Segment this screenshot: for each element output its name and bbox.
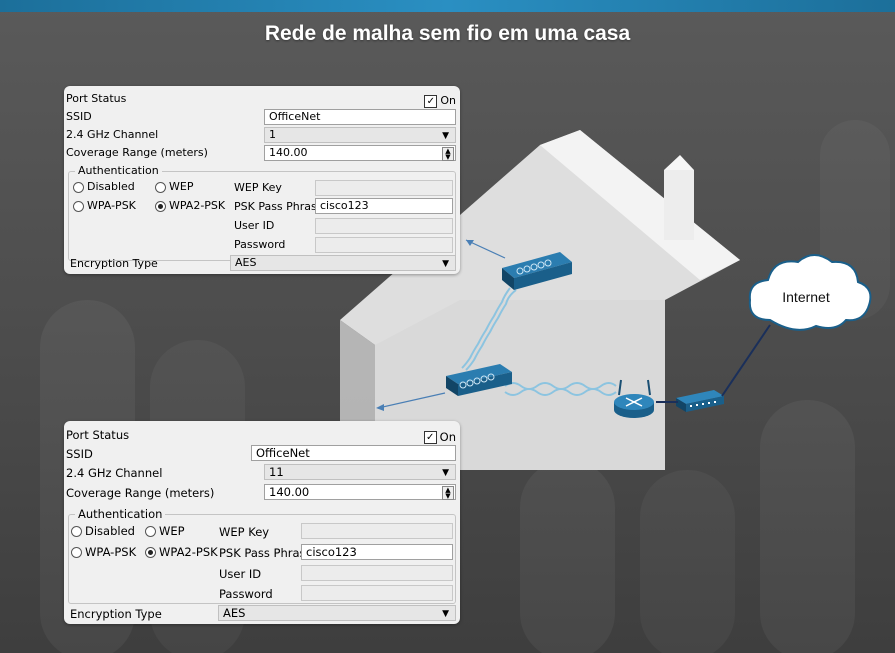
radio-wpa2-psk-label: WPA2-PSK [159,545,218,559]
page-title: Rede de malha sem fio em uma casa [264,22,631,45]
radio-wep-label: WEP [169,180,194,193]
dropdown-arrow-icon: ▼ [442,609,449,619]
spinner-icon[interactable]: ▲▼ [442,147,454,161]
coverage-label: Coverage Range (meters) [66,486,215,500]
panel-pointer-arrows [376,239,506,411]
port-status-toggle[interactable]: ✓On [424,94,456,108]
radio-on-icon [155,200,166,212]
port-status-label: Port Status [66,92,127,105]
user-id-input[interactable] [301,565,453,581]
encryption-select[interactable]: AES ▼ [230,255,456,271]
encryption-label: Encryption Type [70,257,158,270]
password-input[interactable] [301,585,453,601]
radio-wpa2-psk[interactable]: WPA2-PSK [145,545,218,559]
encryption-value: AES [235,256,257,269]
coverage-input[interactable]: 140.00 ▲▼ [264,484,456,500]
wep-key-label: WEP Key [219,525,270,539]
encryption-value: AES [223,606,246,620]
authentication-group: Authentication Disabled WEP WPA-PSK WPA2… [68,164,456,261]
channel-value: 1 [269,128,276,141]
psk-input[interactable]: cisco123 [301,544,453,560]
radio-disabled[interactable]: Disabled [71,524,135,538]
user-id-input[interactable] [315,218,453,234]
radio-wpa-psk-label: WPA-PSK [87,199,136,212]
modem-icon [676,390,724,412]
internet-cloud-icon [748,254,872,331]
psk-label: PSK Pass Phrase [234,200,324,213]
user-id-label: User ID [234,219,275,232]
modem-to-internet-link [721,324,771,397]
radio-disabled[interactable]: Disabled [73,180,135,193]
radio-wpa-psk[interactable]: WPA-PSK [73,199,136,212]
wep-key-input[interactable] [315,180,453,196]
on-label: On [440,94,456,107]
radio-wep[interactable]: WEP [145,524,185,538]
password-label: Password [219,587,273,601]
wep-key-input[interactable] [301,523,453,539]
coverage-value: 140.00 [269,485,310,499]
psk-label: PSK Pass Phrase [219,546,313,560]
ssid-input[interactable]: OfficeNet [264,109,456,125]
authentication-group: Authentication Disabled WEP WPA-PSK WPA2… [68,507,456,604]
radio-off-icon [73,181,84,193]
dropdown-arrow-icon: ▼ [442,131,449,141]
radio-wpa-psk[interactable]: WPA-PSK [71,545,136,559]
password-input[interactable] [315,237,453,253]
on-label: On [439,430,456,444]
coverage-label: Coverage Range (meters) [66,146,208,159]
radio-disabled-label: Disabled [85,524,135,538]
radio-disabled-label: Disabled [87,180,135,193]
checkbox-checked-icon: ✓ [423,431,437,444]
dropdown-arrow-icon: ▼ [442,259,449,269]
wep-key-label: WEP Key [234,181,282,194]
radio-on-icon [145,547,156,558]
radio-off-icon [71,547,82,558]
mesh-access-point-upper [502,252,572,290]
radio-wpa2-psk[interactable]: WPA2-PSK [155,199,225,212]
channel-select[interactable]: 11 ▼ [264,464,456,480]
radio-off-icon [145,526,156,537]
authentication-title: Authentication [75,507,166,521]
user-id-label: User ID [219,567,262,581]
mesh-access-point-lower [446,364,512,396]
wireless-config-panel-upper: Port Status ✓On SSID OfficeNet 2.4 GHz C… [64,86,460,274]
radio-wpa-psk-label: WPA-PSK [85,545,137,559]
radio-wpa2-psk-label: WPA2-PSK [169,199,226,212]
channel-label: 2.4 GHz Channel [66,128,159,141]
radio-off-icon [155,181,166,193]
radio-wep[interactable]: WEP [155,180,193,193]
radio-off-icon [71,526,82,537]
ssid-input[interactable]: OfficeNet [251,445,456,461]
wireless-link-waves [461,287,617,396]
radio-wep-label: WEP [159,524,185,538]
coverage-value: 140.00 [269,146,308,159]
encryption-select[interactable]: AES ▼ [218,605,456,621]
router-icon [614,379,654,418]
internet-label: Internet [782,289,830,305]
authentication-title: Authentication [75,164,162,177]
port-status-label: Port Status [66,428,130,442]
radio-off-icon [73,200,84,212]
header-bar [0,0,895,12]
port-status-toggle[interactable]: ✓On [423,430,456,444]
ssid-label: SSID [66,447,93,461]
channel-value: 11 [269,465,284,479]
wireless-config-panel-lower: Port Status ✓On SSID OfficeNet 2.4 GHz C… [64,421,460,624]
ssid-label: SSID [66,110,92,123]
checkbox-checked-icon: ✓ [424,94,438,108]
password-label: Password [234,238,286,251]
psk-input[interactable]: cisco123 [315,198,453,214]
dropdown-arrow-icon: ▼ [442,468,449,478]
coverage-input[interactable]: 140.00 ▲▼ [264,145,456,161]
channel-label: 2.4 GHz Channel [66,466,163,480]
encryption-label: Encryption Type [70,607,162,621]
channel-select[interactable]: 1▼ [264,127,456,143]
spinner-icon[interactable]: ▲▼ [442,486,454,500]
